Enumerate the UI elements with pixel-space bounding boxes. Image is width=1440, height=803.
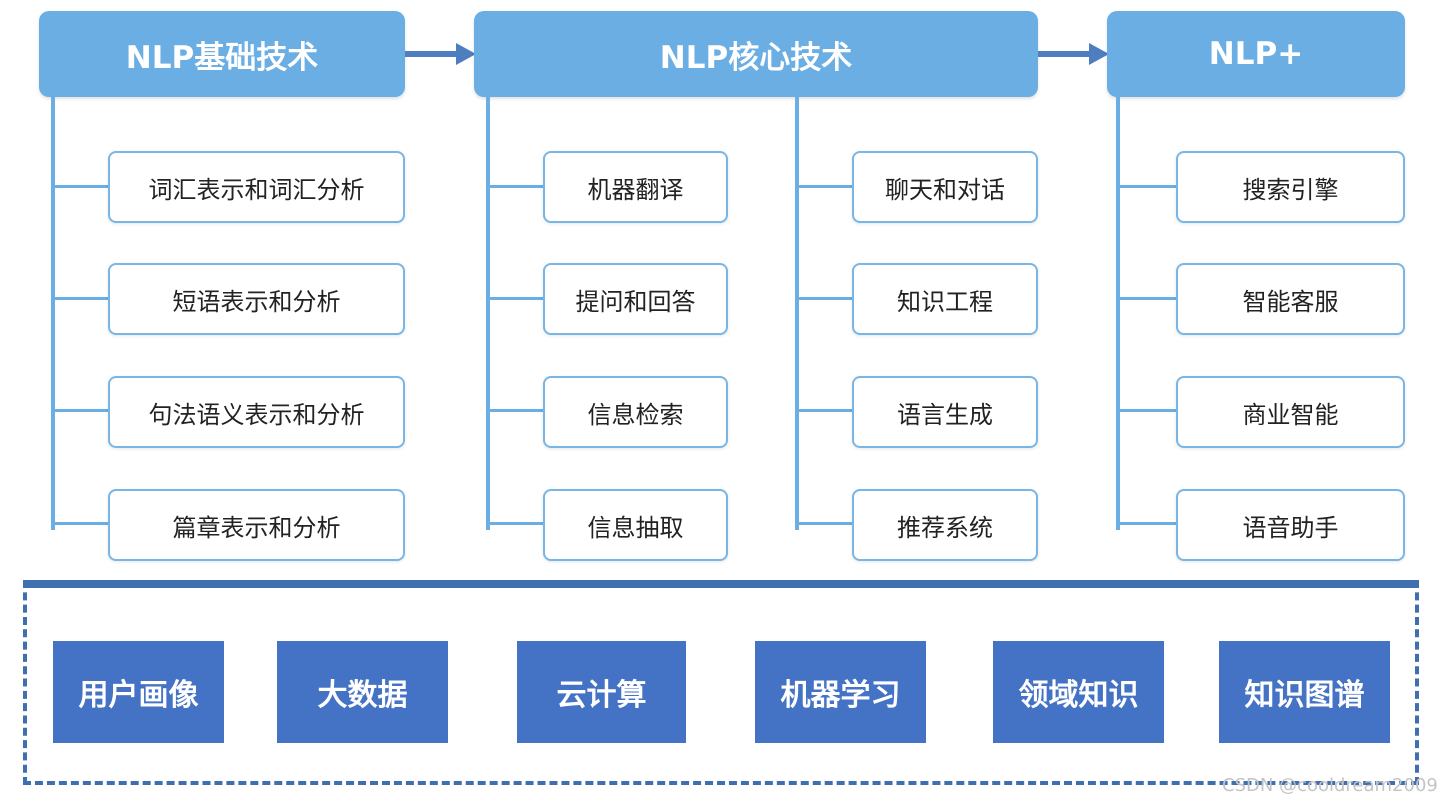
arrow-core-to-plus xyxy=(1038,51,1091,57)
item-chat-dialogue: 聊天和对话 xyxy=(852,151,1038,223)
trunk-line-plus xyxy=(1116,97,1120,530)
foundation-machine-learning: 机器学习 xyxy=(755,641,926,743)
item-machine-translation: 机器翻译 xyxy=(543,151,728,223)
item-business-intelligence: 商业智能 xyxy=(1176,376,1405,448)
branch-line xyxy=(1116,522,1177,525)
item-discourse-analysis: 篇章表示和分析 xyxy=(108,489,405,561)
branch-line xyxy=(486,297,544,300)
trunk-line-basic xyxy=(51,97,55,530)
watermark-text: CSDN @cooldream2009 xyxy=(1222,775,1438,796)
foundation-knowledge-graph: 知识图谱 xyxy=(1219,641,1390,743)
item-recommender-system: 推荐系统 xyxy=(852,489,1038,561)
branch-line xyxy=(51,297,109,300)
foundation-big-data: 大数据 xyxy=(277,641,448,743)
branch-line xyxy=(795,409,853,412)
branch-line xyxy=(1116,185,1177,188)
item-syntax-semantics-analysis: 句法语义表示和分析 xyxy=(108,376,405,448)
branch-line xyxy=(795,297,853,300)
arrow-head-icon xyxy=(456,43,476,65)
item-language-generation: 语言生成 xyxy=(852,376,1038,448)
item-information-extraction: 信息抽取 xyxy=(543,489,728,561)
item-knowledge-engineering: 知识工程 xyxy=(852,263,1038,335)
trunk-line-core-right xyxy=(795,97,799,530)
item-voice-assistant: 语音助手 xyxy=(1176,489,1405,561)
branch-line xyxy=(486,185,544,188)
item-smart-customer-service: 智能客服 xyxy=(1176,263,1405,335)
item-search-engine: 搜索引擎 xyxy=(1176,151,1405,223)
arrow-head-icon xyxy=(1089,43,1109,65)
item-information-retrieval: 信息检索 xyxy=(543,376,728,448)
foundation-user-profile: 用户画像 xyxy=(53,641,224,743)
branch-line xyxy=(51,409,109,412)
trunk-line-core-left xyxy=(486,97,490,530)
foundation-cloud-computing: 云计算 xyxy=(517,641,686,743)
branch-line xyxy=(1116,297,1177,300)
item-question-answering: 提问和回答 xyxy=(543,263,728,335)
foundation-domain-knowledge: 领域知识 xyxy=(993,641,1164,743)
branch-line xyxy=(486,522,544,525)
header-nlp-basic: NLP基础技术 xyxy=(39,11,405,97)
header-nlp-core: NLP核心技术 xyxy=(474,11,1038,97)
branch-line xyxy=(795,185,853,188)
foundation-frame xyxy=(23,580,1419,785)
arrow-basic-to-core xyxy=(405,51,458,57)
branch-line xyxy=(486,409,544,412)
branch-line xyxy=(795,522,853,525)
branch-line xyxy=(51,185,109,188)
branch-line xyxy=(1116,409,1177,412)
item-vocabulary-analysis: 词汇表示和词汇分析 xyxy=(108,151,405,223)
header-nlp-plus: NLP+ xyxy=(1107,11,1405,97)
branch-line xyxy=(51,522,109,525)
item-phrase-analysis: 短语表示和分析 xyxy=(108,263,405,335)
